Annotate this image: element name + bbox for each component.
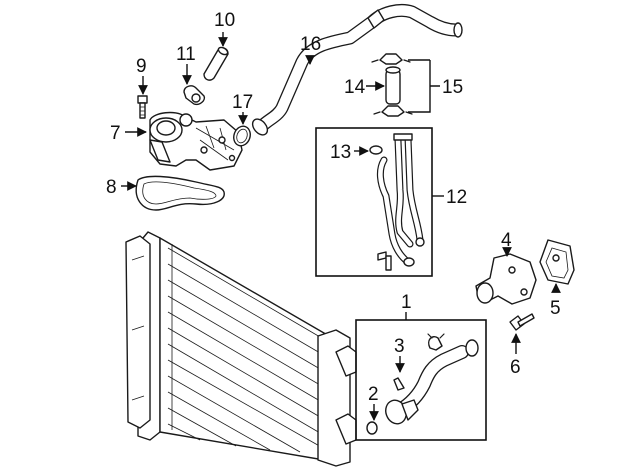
callout-labels: 10 11 9 7 8 17 16 14 15 13 12 1 3 2 4 5 … [106, 10, 561, 405]
cover-plate-5 [539, 239, 575, 285]
callout-14: 14 [344, 77, 366, 98]
callout-15: 15 [442, 77, 463, 98]
o-ring-17 [233, 125, 251, 147]
clamp-11 [183, 85, 206, 106]
upper-hose [251, 3, 463, 136]
callout-13: 13 [330, 142, 351, 163]
callout-16: 16 [300, 34, 321, 55]
radiator-fins [167, 244, 333, 453]
callout-5: 5 [550, 298, 561, 319]
group-box-1 [355, 319, 487, 441]
hose-piece-10 [203, 46, 229, 81]
callout-10: 10 [214, 10, 235, 31]
callout-11: 11 [176, 44, 196, 65]
callout-7: 7 [110, 123, 121, 144]
radiator [125, 231, 357, 467]
bolt-6 [509, 313, 535, 331]
leader-lines [121, 32, 561, 421]
gasket-8 [135, 175, 225, 211]
hose-14-assembly [371, 53, 413, 117]
group-box-12 [315, 127, 433, 277]
callout-9: 9 [136, 56, 147, 77]
bolt-9 [137, 95, 148, 119]
callout-6: 6 [510, 357, 521, 378]
callout-2: 2 [368, 384, 379, 405]
water-pump [149, 111, 243, 171]
thermostat-housing-4 [475, 253, 537, 305]
callout-12: 12 [446, 187, 467, 208]
callout-1: 1 [401, 292, 412, 313]
callout-8: 8 [106, 177, 117, 198]
coolant-pipes-12 [369, 133, 425, 271]
lower-hose-1 [366, 333, 479, 435]
callout-3: 3 [394, 336, 405, 357]
callout-17: 17 [232, 92, 253, 113]
callout-4: 4 [501, 230, 512, 251]
